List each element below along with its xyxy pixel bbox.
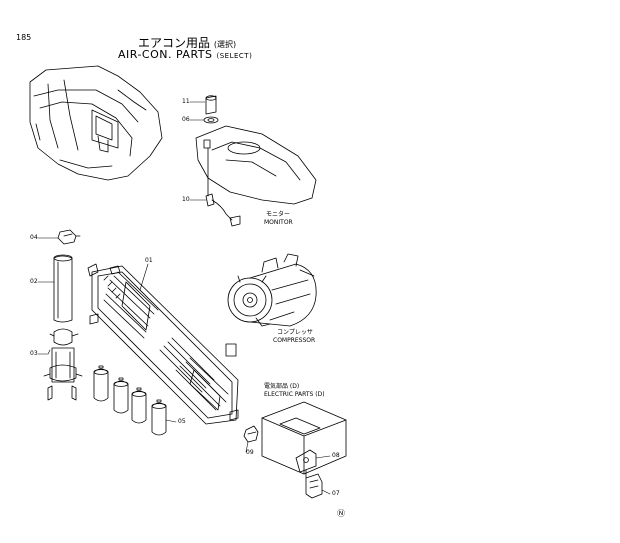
part-label-01: 01 (145, 257, 153, 264)
condenser-illustration (87, 263, 239, 425)
title-japanese-note: (選択) (213, 40, 237, 49)
receiver-dryer-illustration (43, 229, 83, 401)
part-label-05: 05 (178, 418, 186, 425)
title-english-text: AIR-CON. PARTS (118, 48, 213, 61)
footer-mark: Ⓝ (337, 509, 345, 518)
compressor-illustration (227, 253, 317, 327)
part-label-10: 10 (182, 196, 190, 203)
caption-compressor-en: COMPRESSOR (273, 337, 316, 344)
part-label-06: 06 (182, 116, 190, 123)
part-label-08: 08 (332, 452, 340, 459)
caption-electric-ja: 電気部品 (D) (264, 383, 300, 390)
part-label-07: 07 (332, 490, 340, 497)
title-english: AIR-CON. PARTS (SELECT) (118, 49, 252, 60)
monitor-assembly-illustration (195, 95, 317, 227)
caption-electric-en: ELECTRIC PARTS (D) (264, 391, 325, 398)
part-label-03: 03 (30, 350, 38, 357)
machine-body-illustration (29, 65, 163, 181)
page-number: 185 (16, 33, 32, 42)
caption-monitor-en: MONITOR (264, 219, 293, 226)
caption-monitor-ja: モニター (266, 211, 291, 218)
part-label-09: 09 (246, 449, 254, 456)
refrigerant-cans-illustration (93, 365, 167, 436)
part-label-11: 11 (182, 98, 190, 105)
electric-parts-illustration (243, 401, 347, 499)
part-label-02: 02 (30, 278, 38, 285)
part-label-04: 04 (30, 234, 38, 241)
title-japanese: エアコン用品 (選択) (138, 37, 236, 49)
title-english-note: (SELECT) (216, 52, 253, 60)
caption-compressor-ja: コンプレッサ (277, 329, 313, 336)
leader-lines (37, 101, 331, 495)
title-japanese-text: エアコン用品 (138, 36, 211, 50)
